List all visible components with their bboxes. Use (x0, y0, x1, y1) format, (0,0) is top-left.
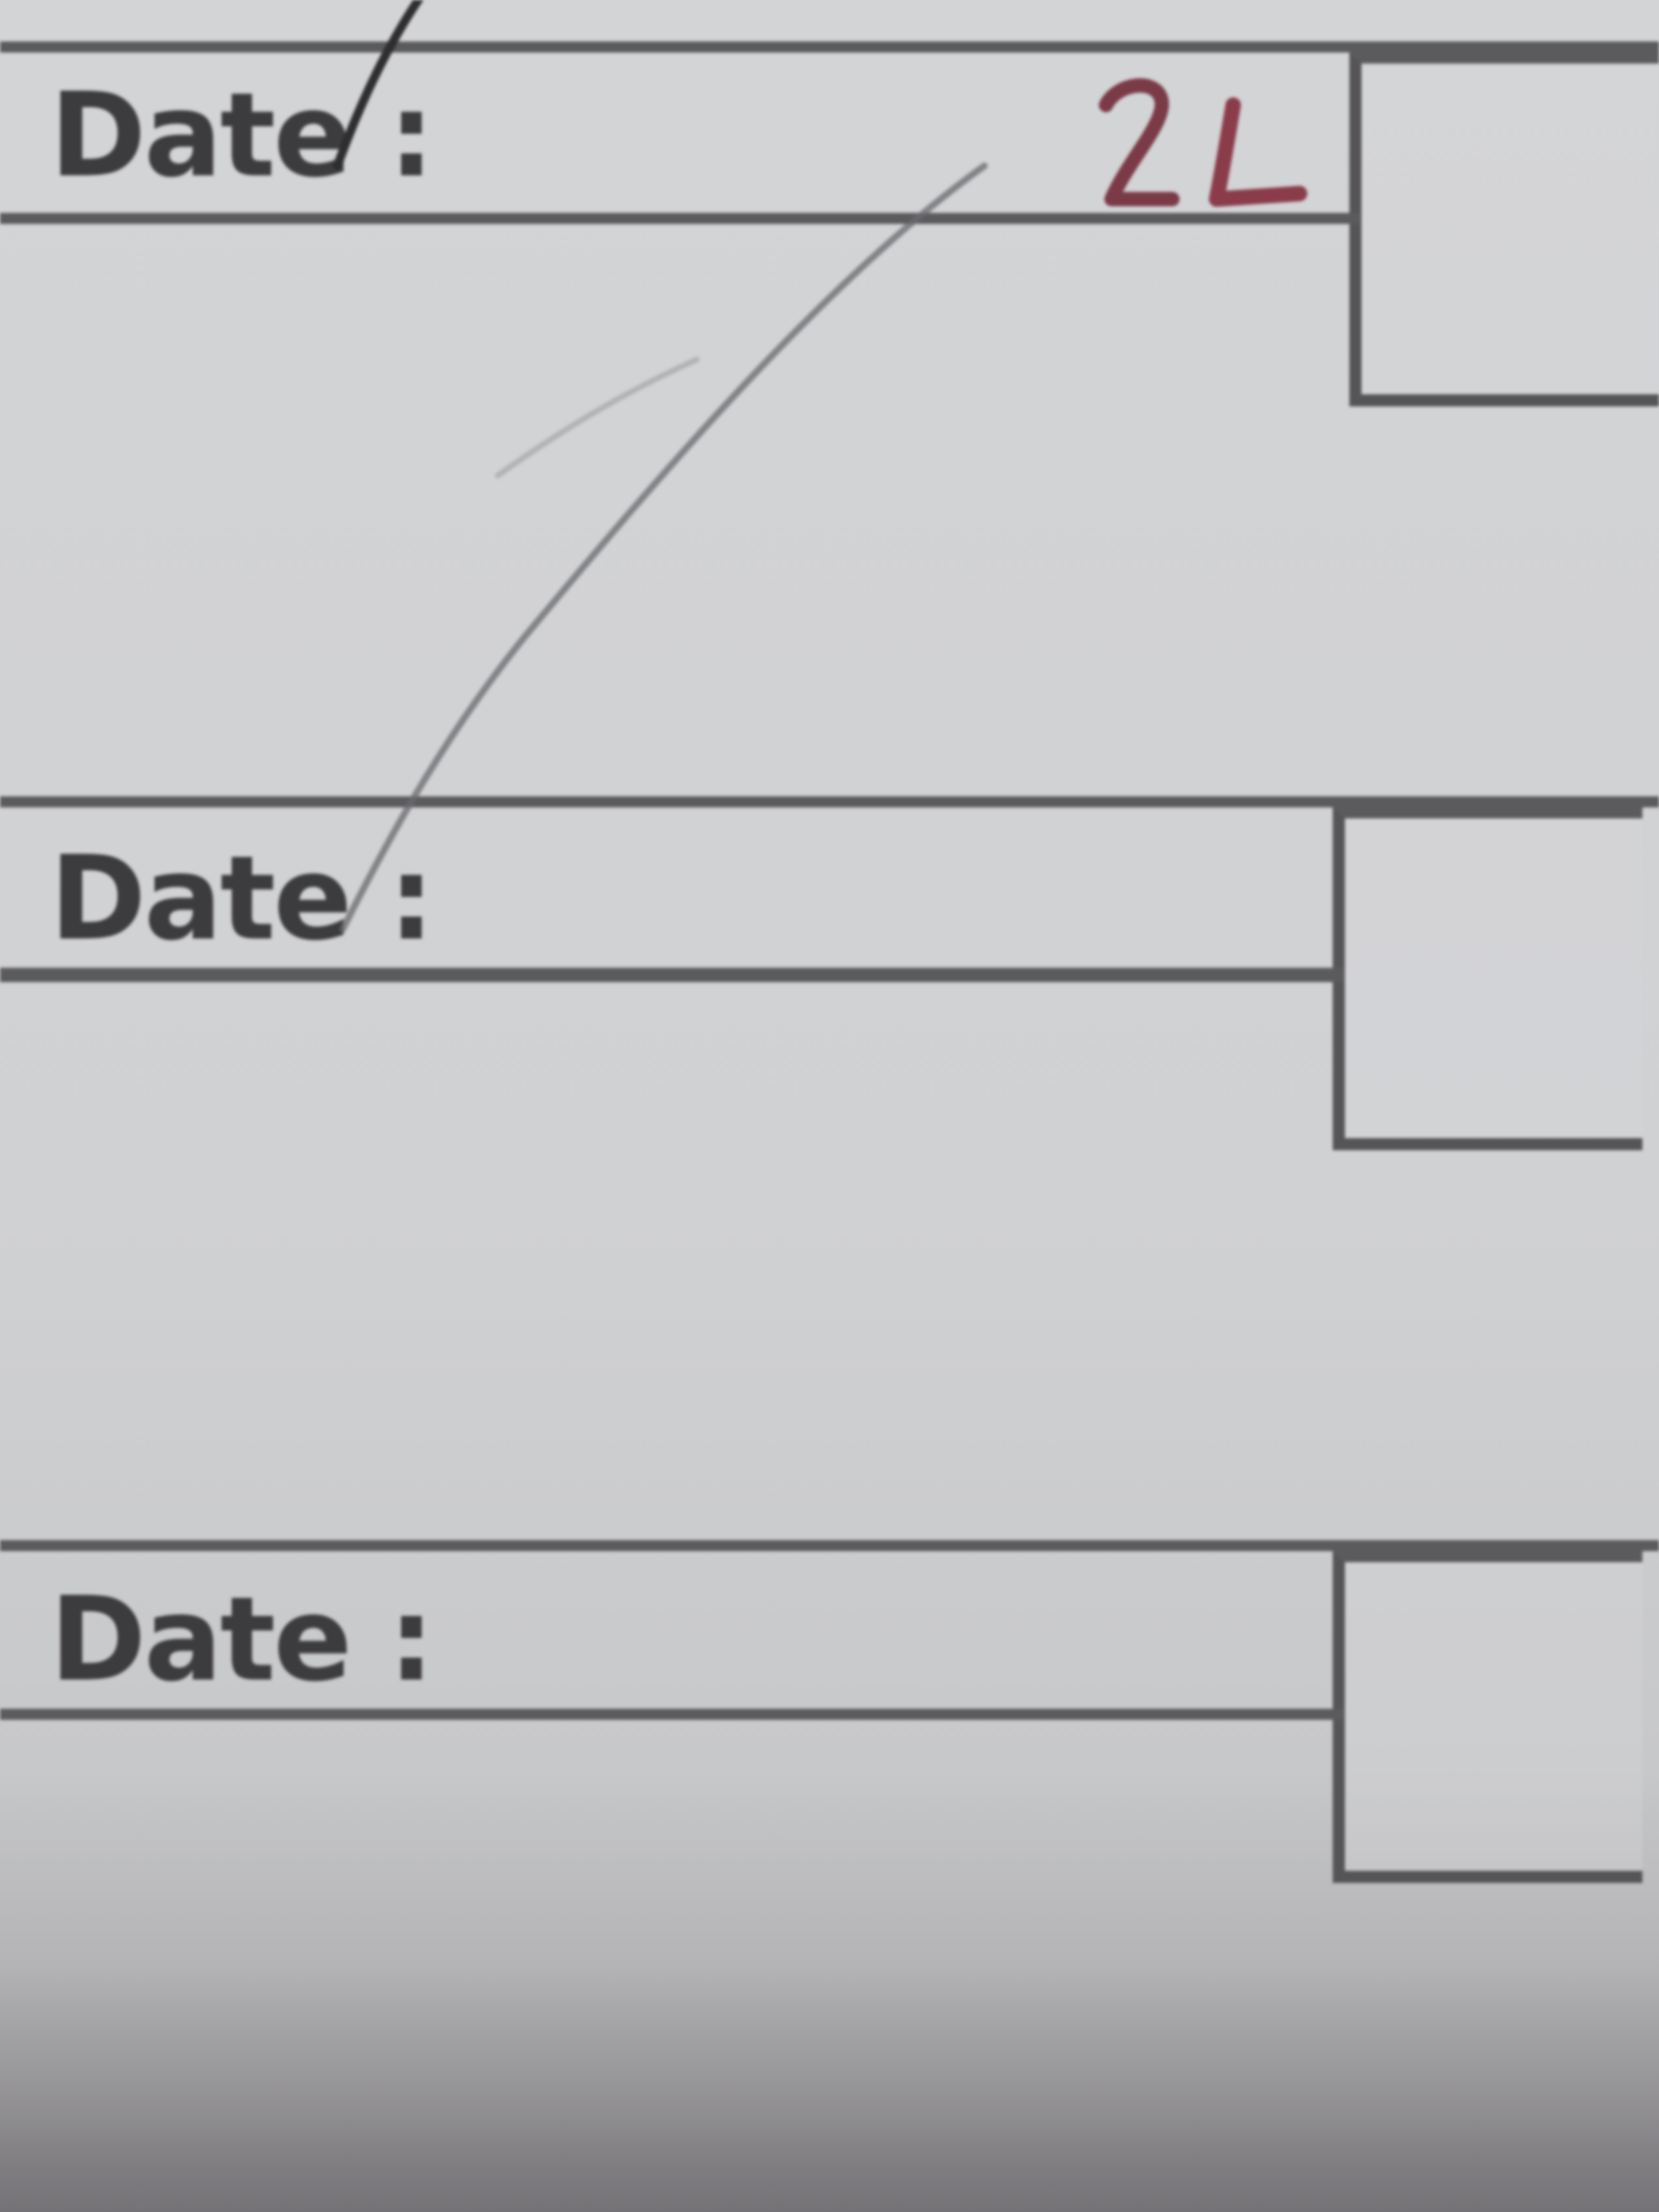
pen-stroke-top (333, 0, 424, 170)
section-3-date-rule (0, 1709, 1344, 1720)
section-3-side-box (1333, 1551, 1642, 1883)
section-1-date-label: Date : (50, 67, 435, 203)
section-3-top-rule (0, 1540, 1659, 1551)
section-1-date-entry (1099, 78, 1307, 207)
section-1-side-box (1349, 53, 1659, 406)
section-1-date-rule (0, 213, 1360, 224)
pencil-stroke-faint (495, 357, 700, 478)
section-2-date-rule (0, 968, 1344, 982)
section-1-top-rule (0, 41, 1659, 53)
pencil-stroke-diagonal (340, 163, 988, 932)
section-3-date-label: Date : (50, 1572, 435, 1707)
section-2-date-label: Date : (50, 831, 435, 966)
photo-shadow (0, 1963, 1659, 2212)
